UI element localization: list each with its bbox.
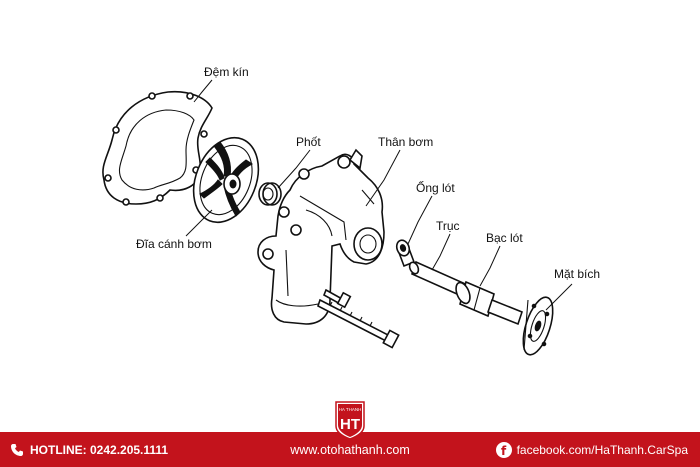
leader-bushing-tube xyxy=(407,195,433,245)
bolts-part xyxy=(317,288,400,349)
label-bearing: Bạc lót xyxy=(486,231,523,245)
leader-lines xyxy=(185,79,573,311)
impeller-part xyxy=(192,136,260,224)
bearing-part xyxy=(455,280,523,326)
facebook-link[interactable]: f facebook.com/HaThanh.CarSpa xyxy=(495,441,700,458)
pump-body-part xyxy=(257,148,385,325)
water-pump-exploded-diagram: Đệm kín Phốt Thân bơm Ống lót Trục Bạc l… xyxy=(102,65,600,356)
label-flange: Mặt bích xyxy=(554,267,600,281)
label-pump-body: Thân bơm xyxy=(378,135,433,149)
label-gasket: Đệm kín xyxy=(204,65,249,79)
label-bushing-tube: Ống lót xyxy=(416,180,455,195)
label-seal: Phốt xyxy=(296,135,321,149)
phone-icon xyxy=(11,443,23,456)
facebook-text: facebook.com/HaThanh.CarSpa xyxy=(516,442,688,457)
leader-seal xyxy=(277,149,311,189)
label-shaft: Trục xyxy=(436,219,460,233)
leader-bearing xyxy=(479,245,501,287)
bushing-tube-part xyxy=(395,239,416,268)
leader-gasket xyxy=(193,79,213,103)
leader-shaft xyxy=(431,233,451,271)
hotline-text: HOTLINE: 0242.205.1111 xyxy=(30,442,169,457)
hotline[interactable]: HOTLINE: 0242.205.1111 xyxy=(0,443,168,457)
logo-mark: HT xyxy=(340,416,360,433)
flange-part xyxy=(522,296,554,356)
ha-thanh-logo-icon: HA THANH HT xyxy=(335,401,365,440)
seal-part xyxy=(258,182,282,206)
leader-pump-body xyxy=(365,149,401,207)
facebook-icon: f xyxy=(495,441,512,458)
leader-flange xyxy=(545,283,573,311)
logo-top-text: HA THANH xyxy=(339,407,362,412)
leader-impeller xyxy=(185,209,213,237)
label-impeller: Đĩa cánh bơm xyxy=(136,237,212,251)
